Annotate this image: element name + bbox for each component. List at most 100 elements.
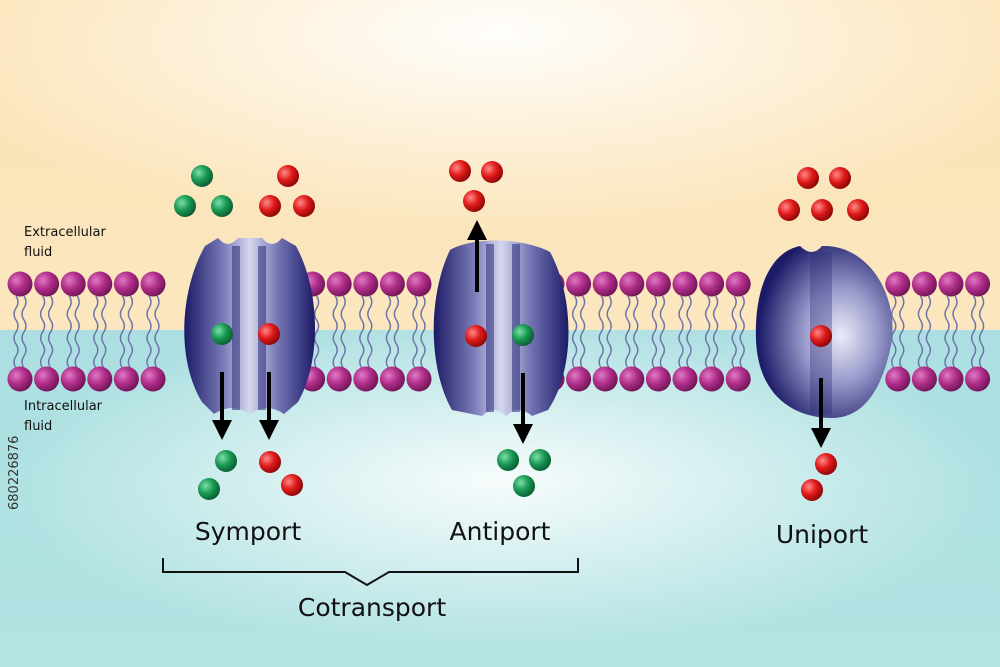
uniport-molecule-in-channel [810, 325, 832, 347]
lipid-tail [420, 295, 426, 369]
phospholipid-head-icon [911, 271, 937, 297]
lipid-tail [412, 295, 418, 369]
red-molecule [281, 474, 303, 496]
phospholipid-head-icon [619, 366, 645, 392]
lipid-tail [598, 295, 604, 369]
lipid-tail [332, 295, 338, 369]
extracellular-label-line1: Extracellular [24, 225, 107, 240]
lipid-tail [13, 295, 19, 369]
symport-protein [184, 238, 316, 414]
lipid-tail [891, 295, 897, 369]
red-molecule [811, 199, 833, 221]
lipid-tail [970, 295, 977, 369]
red-molecule [481, 161, 503, 183]
lipid-tail [393, 295, 400, 369]
phospholipid-head-icon [406, 366, 432, 392]
phospholipid-head-icon [938, 366, 964, 392]
green-molecule [211, 323, 233, 345]
lipid-tail [686, 295, 692, 369]
phospholipid-head-icon [592, 271, 618, 297]
phospholipid-head-icon [140, 366, 166, 392]
green-molecule [529, 449, 551, 471]
phospholipid-head-icon [7, 366, 33, 392]
uniport-molecules-inside [801, 453, 837, 501]
phospholipid-head-icon [885, 271, 911, 297]
extracellular-label-line2: fluid [24, 245, 52, 260]
phospholipid-head-icon [353, 366, 379, 392]
phospholipid-head-icon [592, 366, 618, 392]
lipid-tail [917, 295, 924, 369]
red-molecule [815, 453, 837, 475]
phospholipid-head-icon [326, 366, 352, 392]
lipid-tail [978, 295, 985, 369]
phospholipid-head-icon [113, 366, 139, 392]
lipid-tail [385, 295, 392, 369]
phospholipid-head-icon [406, 271, 432, 297]
red-molecule [801, 479, 823, 501]
lipid-tail [712, 295, 719, 369]
red-molecule [277, 165, 299, 187]
lipid-tail [579, 295, 586, 369]
green-molecule [215, 450, 237, 472]
lipid-tail [127, 295, 134, 369]
phospholipid-head-icon [885, 366, 911, 392]
green-molecule [198, 478, 220, 500]
lipid-tail [633, 295, 639, 369]
lipid-tail [659, 295, 666, 369]
intracellular-label-line2: fluid [24, 419, 52, 434]
red-molecule [797, 167, 819, 189]
antiport-molecules-inside [497, 449, 551, 497]
lipid-tail [925, 295, 932, 369]
phospholipid-head-icon [619, 271, 645, 297]
phospholipid-head-icon [379, 271, 405, 297]
red-molecule [847, 199, 869, 221]
lipid-tail [704, 295, 711, 369]
uniport-molecules-outside [778, 167, 869, 221]
lipid-tail [47, 295, 54, 369]
phospholipid-head-icon [725, 271, 751, 297]
red-molecule [810, 325, 832, 347]
green-molecule [513, 475, 535, 497]
phospholipid-head-icon [672, 271, 698, 297]
cotransport-label: Cotransport [298, 593, 446, 622]
lipid-tail [340, 295, 346, 369]
phospholipid-head-icon [965, 366, 991, 392]
lipid-tail [731, 295, 737, 369]
lipid-tail [39, 295, 46, 369]
green-molecule [211, 195, 233, 217]
phospholipid-head-icon [938, 271, 964, 297]
lipid-tail [74, 295, 80, 369]
phospholipid-head-icon [140, 271, 166, 297]
phospholipid-head-icon [725, 366, 751, 392]
phospholipid-head-icon [566, 271, 592, 297]
phospholipid-head-icon [379, 366, 405, 392]
phospholipid-head-icon [87, 366, 113, 392]
lipid-tail [146, 295, 152, 369]
phospholipid-head-icon [326, 271, 352, 297]
carrier-protein-icon [184, 238, 316, 414]
lipid-tail [101, 295, 107, 369]
lipid-tail [952, 295, 958, 369]
phospholipid-head-icon [699, 271, 725, 297]
red-molecule [829, 167, 851, 189]
lipid-tail [899, 295, 905, 369]
phospholipid-head-icon [645, 271, 671, 297]
red-molecule [778, 199, 800, 221]
phospholipid-head-icon [113, 271, 139, 297]
phospholipid-head-icon [699, 366, 725, 392]
symport-molecules-outside [174, 165, 315, 217]
lipid-tail [606, 295, 612, 369]
antiport-molecules-outside [449, 160, 503, 212]
transport-arrows [212, 220, 831, 448]
green-molecule [191, 165, 213, 187]
phospholipid-head-icon [353, 271, 379, 297]
red-molecule [293, 195, 315, 217]
phospholipid-head-icon [672, 366, 698, 392]
lipid-tail [21, 295, 27, 369]
lipid-tail [313, 295, 320, 369]
symport-label: Symport [195, 517, 301, 546]
green-molecule [512, 324, 534, 346]
phospholipid-head-icon [965, 271, 991, 297]
red-molecule [463, 190, 485, 212]
